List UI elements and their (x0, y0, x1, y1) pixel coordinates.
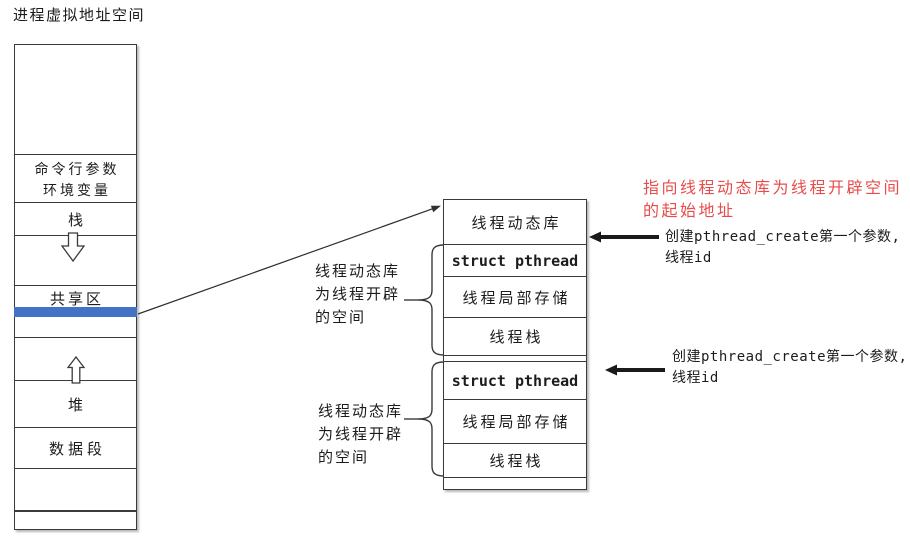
segment-shared-area: 共享区 (15, 286, 136, 338)
start-address-note: 指向线程动态库为线程开辟空间 的起始地址 (643, 176, 902, 222)
row-label: 线程动态库 (471, 213, 562, 232)
row-spacer-1 (444, 356, 586, 362)
row-label: 线程栈 (489, 452, 544, 470)
segment-reserved-bottom-2 (15, 511, 136, 512)
segment-label: 堆 (67, 395, 87, 414)
segment-data: 数据段 (15, 428, 136, 469)
segment-label: 数据段 (48, 439, 106, 458)
brace-note-line: 的空间 (318, 448, 370, 466)
pthread-create-note-line: 线程id (665, 250, 712, 266)
brace-note-line: 为线程开辟 (315, 285, 401, 303)
group-brace-2 (404, 361, 444, 477)
segment-reserved-top (15, 45, 136, 155)
pthread-create-note-1: 创建pthread_create第一个参数, 线程id (665, 227, 900, 269)
row-label: 线程局部存储 (462, 413, 571, 431)
segment-stack-growth (15, 236, 136, 286)
page-title: 进程虚拟地址空间 (13, 6, 146, 24)
row-thread-local-storage-1: 线程局部存储 (444, 277, 586, 318)
brace-note-line: 线程动态库 (315, 262, 401, 280)
segment-label: 命令行参数 (34, 162, 120, 178)
stack-growth-down-arrow-icon (61, 232, 85, 262)
row-thread-local-storage-2: 线程局部存储 (444, 400, 586, 444)
row-struct-pthread-2: struct pthread (444, 362, 586, 400)
pthread-create-note-2: 创建pthread_create第一个参数, 线程id (672, 347, 907, 389)
segment-label: 环境变量 (43, 183, 111, 199)
row-thread-dynamic-lib: 线程动态库 (444, 200, 586, 245)
segment-label: 栈 (67, 210, 87, 229)
pthread-create-note-line: 创建pthread_create第一个参数, (672, 349, 908, 365)
pthread-id-arrow-1 (589, 231, 659, 243)
process-address-space-box: 命令行参数 环境变量 栈 共享区 堆 数据段 (14, 44, 137, 530)
brace-note-line: 的空间 (315, 308, 367, 326)
pthread-create-note-line: 创建pthread_create第一个参数, (665, 229, 901, 245)
row-label: 线程栈 (489, 328, 544, 346)
segment-heap: 堆 (15, 381, 136, 428)
row-label: 线程局部存储 (462, 288, 571, 307)
brace-note-2: 线程动态库 为线程开辟 的空间 (318, 400, 403, 469)
pthread-id-arrow-2 (605, 364, 665, 376)
row-thread-stack-1: 线程栈 (444, 318, 586, 356)
start-address-note-line: 的起始地址 (643, 201, 736, 220)
heap-growth-up-arrow-icon (67, 356, 85, 384)
brace-note-line: 线程动态库 (318, 402, 404, 420)
pthread-create-note-line: 线程id (672, 370, 719, 386)
brace-note-1: 线程动态库 为线程开辟 的空间 (315, 260, 400, 329)
segment-cmdline-env: 命令行参数 环境变量 (15, 155, 136, 203)
segment-label: 共享区 (49, 290, 104, 308)
row-label: struct pthread (451, 371, 579, 390)
row-thread-stack-2: 线程栈 (444, 444, 586, 478)
group-brace-1 (404, 244, 444, 356)
row-label: struct pthread (451, 251, 579, 270)
start-address-note-line: 指向线程动态库为线程开辟空间 (643, 178, 903, 197)
brace-note-line: 为线程开辟 (318, 425, 404, 443)
shared-area-highlight-bar (14, 307, 137, 317)
segment-reserved-bottom (15, 469, 136, 511)
row-spacer-2 (444, 478, 586, 489)
row-struct-pthread-1: struct pthread (444, 245, 586, 277)
thread-library-box: 线程动态库 struct pthread 线程局部存储 线程栈 struct p… (443, 199, 587, 490)
